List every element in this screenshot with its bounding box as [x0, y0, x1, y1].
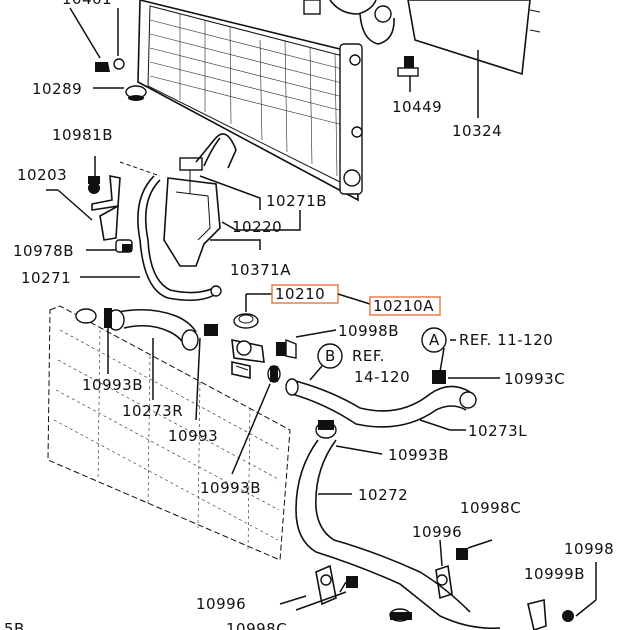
- bolt-10401: [69, 7, 125, 72]
- clamp-10993B-mid: [231, 365, 281, 475]
- callout-10998B: 10998B: [338, 322, 399, 340]
- lower-radiator-outline: [47, 305, 291, 561]
- ref-b-letter: B: [325, 347, 336, 365]
- callout-10324: 10324: [452, 122, 502, 140]
- callout-10993B-left: 10993B: [82, 376, 143, 394]
- callout-10272: 10272: [358, 486, 408, 504]
- ref-b-text-2: 14-120: [354, 368, 410, 386]
- callout-10289: 10289: [32, 80, 82, 98]
- callout-10203: 10203: [17, 166, 67, 184]
- hose-10273L: [285, 327, 500, 431]
- callout-10998C: 10998C: [460, 499, 521, 517]
- reservoir-tank: [119, 133, 237, 302]
- clip-10996-right: [435, 539, 493, 600]
- callout-10993C: 10993C: [504, 370, 565, 388]
- clip-10978B: [86, 239, 133, 253]
- callout-10981B: 10981B: [52, 126, 113, 144]
- callout-10273L: 10273L: [468, 422, 527, 440]
- callout-10210A: 10210A: [373, 297, 434, 315]
- callout-10271: 10271: [21, 269, 71, 287]
- radiator: [69, 0, 541, 202]
- callout-10998: 10998: [564, 540, 614, 558]
- ref-a-text: REF. 11-120: [459, 331, 553, 349]
- callout-10993B-right: 10993B: [388, 446, 449, 464]
- bracket-10203: [46, 156, 121, 241]
- callout-10271B: 10271B: [266, 192, 327, 210]
- hose-10272: [295, 420, 501, 630]
- ref-b-text-1: REF.: [352, 347, 385, 365]
- callout-10993B-lower: 10993B: [200, 479, 261, 497]
- callout-10993: 10993: [168, 427, 218, 445]
- callout-10998C-bottom: 10998C: [226, 620, 287, 630]
- hose-10273R: [75, 308, 218, 421]
- callout-10996-right: 10996: [412, 523, 462, 541]
- bracket-10999B: [527, 562, 597, 630]
- callout-10978B: 10978B: [13, 242, 74, 260]
- callout-10220: 10220: [232, 218, 282, 236]
- clip-10996-left: [279, 564, 358, 611]
- callout-10996-left: 10996: [196, 595, 246, 613]
- callout-10273R: 10273R: [122, 402, 183, 420]
- cap-assembly: [231, 284, 441, 379]
- callout-10371A: 10371A: [230, 261, 291, 279]
- callout-10999B: 10999B: [524, 565, 585, 583]
- bolt-10998B: [276, 329, 337, 359]
- callout-10449: 10449: [392, 98, 442, 116]
- callout-10210: 10210: [275, 285, 325, 303]
- clip-10289: [93, 85, 147, 101]
- callout-10401: 10401: [62, 0, 112, 8]
- bolt-10449: [397, 56, 419, 92]
- callout-edge-left: 5B: [4, 620, 25, 630]
- radiator-core-grid: [149, 14, 348, 177]
- ref-a-letter: A: [429, 331, 440, 349]
